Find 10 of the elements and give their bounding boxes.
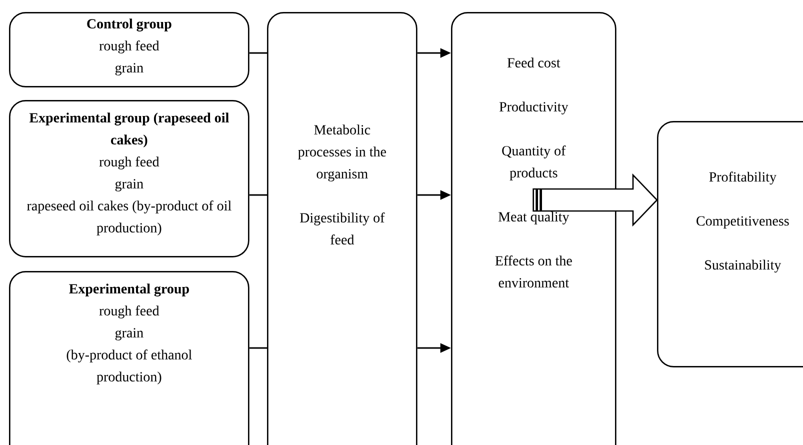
process-box: Profitability Competitiveness Sustainability (657, 121, 803, 368)
process-box: Metabolic processes in the organism Digestibility of feed (267, 12, 418, 445)
connector-line (249, 52, 267, 54)
process-box: Experimental group rough feed grain (by-product of ethanol production) (9, 271, 250, 445)
connector-line (249, 194, 267, 196)
process-box: Feed cost Productivity Quantity of products Meat quality Effects on the environment (451, 12, 616, 445)
process-box: Experimental group (rapeseed oil cakes) rough feed grain rapeseed oil cakes (by-product of oil production) (9, 100, 250, 258)
block-arrow (532, 173, 658, 227)
process-box: Control group rough feed grain (9, 12, 250, 88)
connector-line (249, 347, 267, 349)
